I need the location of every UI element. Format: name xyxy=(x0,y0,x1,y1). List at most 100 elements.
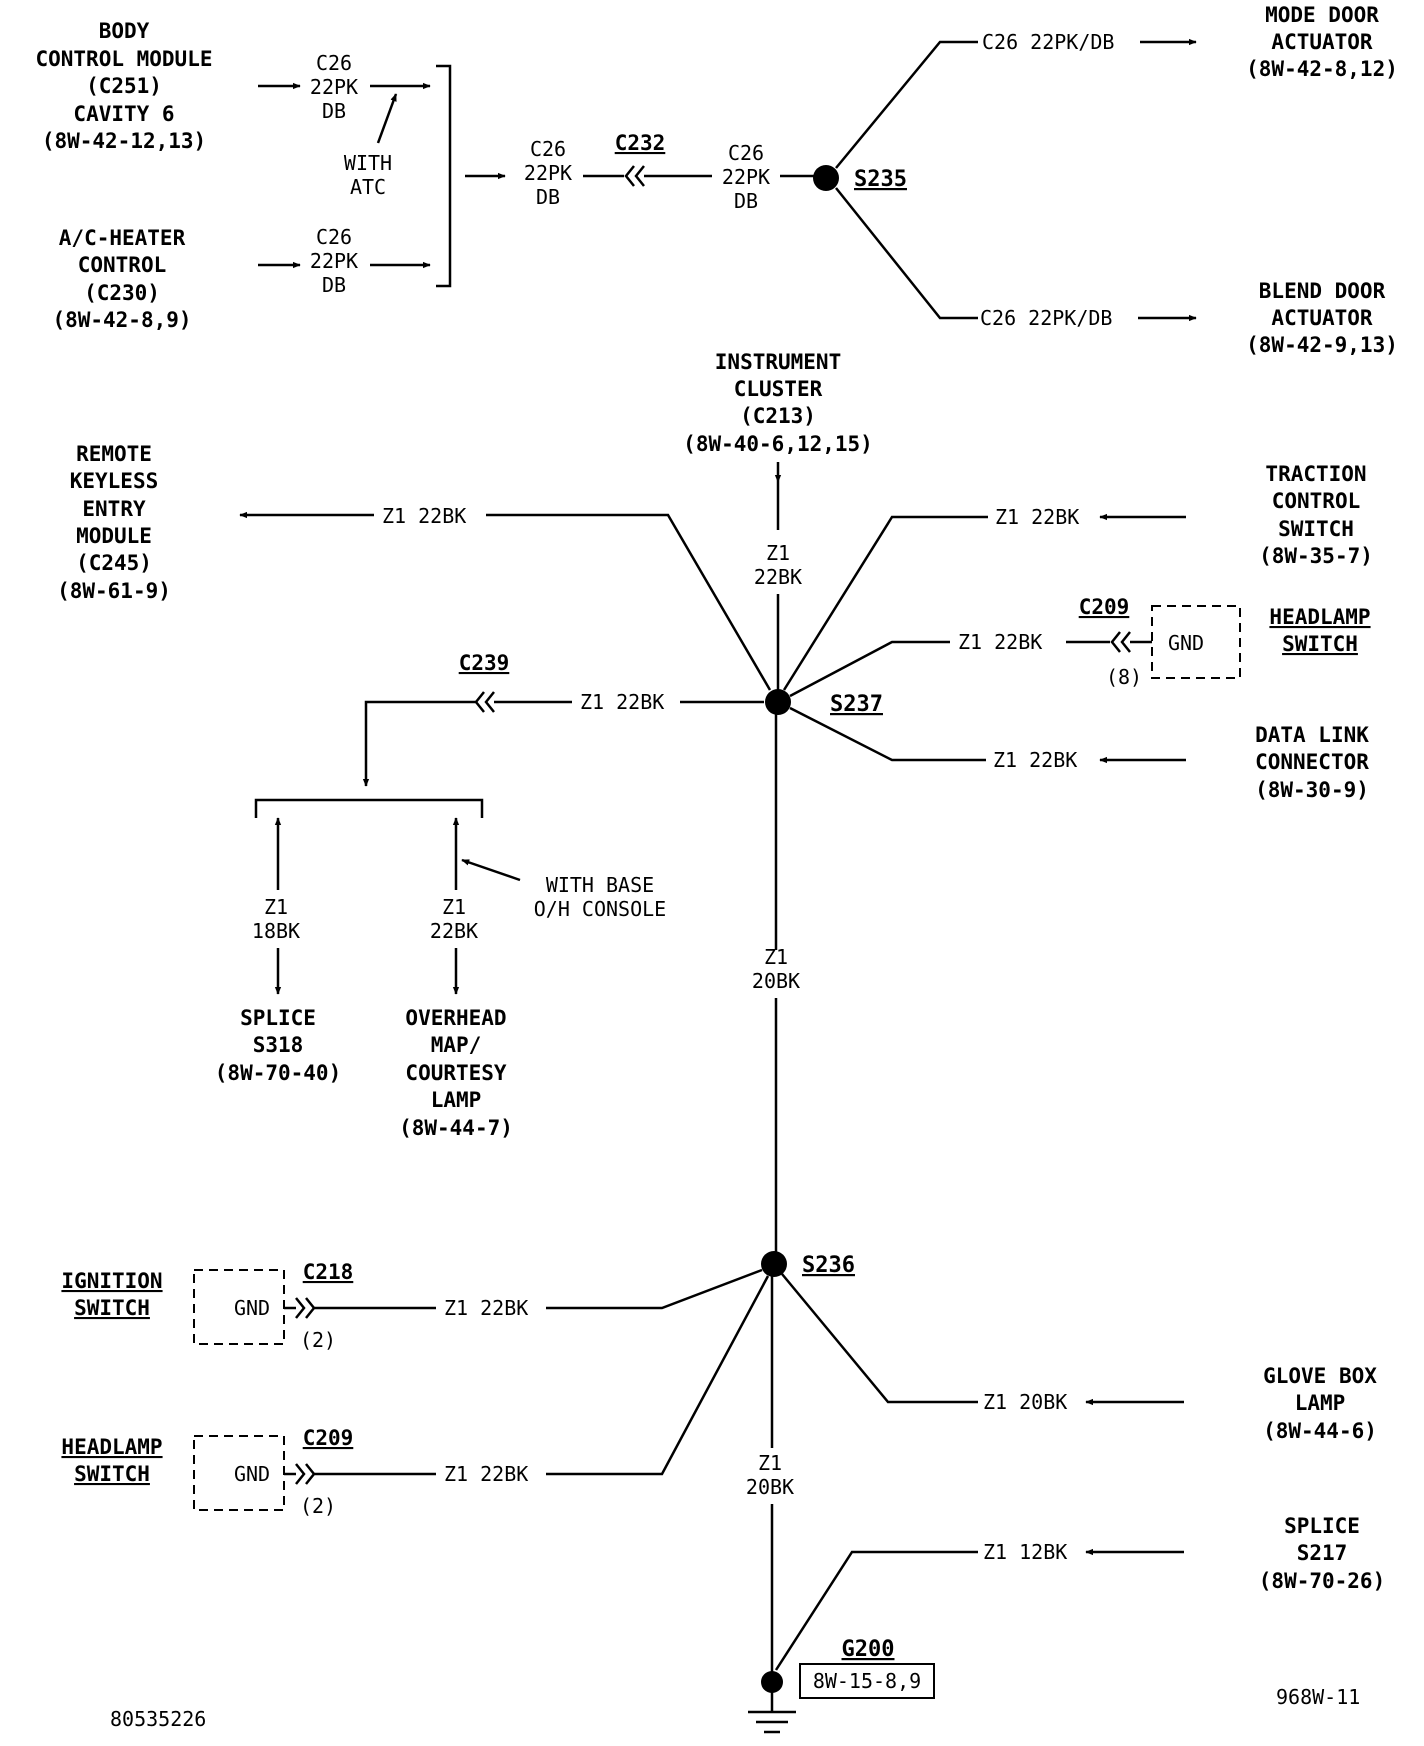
svg-text:CONNECTOR: CONNECTOR xyxy=(1255,750,1369,774)
svg-text:C218: C218 xyxy=(303,1260,354,1284)
svg-text:DB: DB xyxy=(322,99,346,123)
svg-text:(8W-44-6): (8W-44-6) xyxy=(1263,1419,1377,1443)
instrument-cluster-wire-label: Z1 22BK xyxy=(754,541,802,589)
svg-text:C232: C232 xyxy=(615,131,666,155)
svg-text:GLOVE BOX: GLOVE BOX xyxy=(1263,1364,1377,1388)
svg-text:GND: GND xyxy=(234,1462,270,1486)
svg-text:C209: C209 xyxy=(1079,595,1130,619)
svg-text:(8W-61-9): (8W-61-9) xyxy=(57,579,171,603)
svg-text:(C245): (C245) xyxy=(76,551,152,575)
svg-text:GND: GND xyxy=(234,1296,270,1320)
svg-text:IGNITION: IGNITION xyxy=(61,1269,162,1293)
svg-text:GND: GND xyxy=(1168,631,1204,655)
svg-text:(8W-42-9,13): (8W-42-9,13) xyxy=(1246,333,1398,357)
svg-text:(8W-30-9): (8W-30-9) xyxy=(1255,778,1369,802)
svg-text:SWITCH: SWITCH xyxy=(74,1462,150,1486)
svg-text:COURTESY: COURTESY xyxy=(405,1061,507,1085)
blend-door-label: BLEND DOOR ACTUATOR (8W-42-9,13) xyxy=(1246,279,1398,357)
connector-c209-bottom: C209 (2) xyxy=(295,1426,353,1518)
svg-text:MAP/: MAP/ xyxy=(431,1033,482,1057)
svg-text:(8W-42-8,12): (8W-42-8,12) xyxy=(1246,57,1398,81)
svg-text:22PK: 22PK xyxy=(524,161,572,185)
traction-control-wire xyxy=(782,515,988,691)
connector-c218: C218 (2) xyxy=(295,1260,354,1352)
overhead-lamp-wire-label: Z1 22BK xyxy=(430,895,478,943)
svg-text:DB: DB xyxy=(536,185,560,209)
svg-text:ACTUATOR: ACTUATOR xyxy=(1271,306,1373,330)
svg-text:22BK: 22BK xyxy=(430,919,478,943)
svg-text:(8): (8) xyxy=(1106,665,1142,689)
svg-text:20BK: 20BK xyxy=(746,1475,794,1499)
figure-code: 968W-11 xyxy=(1276,1685,1360,1709)
ignition-switch-label: IGNITION SWITCH xyxy=(61,1269,162,1320)
svg-text:OVERHEAD: OVERHEAD xyxy=(405,1006,506,1030)
remote-keyless-wire xyxy=(486,513,772,691)
svg-text:(8W-70-40): (8W-70-40) xyxy=(215,1061,341,1085)
svg-text:S237: S237 xyxy=(830,692,883,717)
ground-g200: G200 8W-15-8,9 xyxy=(748,1637,935,1734)
svg-text:MODULE: MODULE xyxy=(76,524,152,548)
svg-text:ATC: ATC xyxy=(350,175,386,199)
mode-door-wire-label: C26 22PK/DB xyxy=(982,30,1114,54)
svg-text:(2): (2) xyxy=(300,1328,336,1352)
svg-text:KEYLESS: KEYLESS xyxy=(70,469,159,493)
glove-box-wire-label: Z1 20BK xyxy=(983,1390,1067,1414)
svg-text:A/C-HEATER: A/C-HEATER xyxy=(59,226,186,250)
data-link-label: DATA LINK CONNECTOR (8W-30-9) xyxy=(1255,723,1369,802)
splice-s237: S237 xyxy=(765,689,883,717)
svg-text:ENTRY: ENTRY xyxy=(82,497,146,521)
ac-heater-wire-label: C26 22PK DB xyxy=(310,225,358,297)
svg-text:TRACTION: TRACTION xyxy=(1265,462,1366,486)
merged-wire-label: C26 22PK DB xyxy=(524,137,572,209)
svg-text:HEADLAMP: HEADLAMP xyxy=(61,1435,162,1459)
svg-text:SWITCH: SWITCH xyxy=(1278,517,1354,541)
svg-text:S235: S235 xyxy=(854,167,907,192)
blend-door-wire xyxy=(835,187,978,320)
svg-text:SPLICE: SPLICE xyxy=(240,1006,316,1030)
with-base-pointer xyxy=(461,858,521,882)
traction-control-label: TRACTION CONTROL SWITCH (8W-35-7) xyxy=(1259,462,1373,568)
splice-s318-label: SPLICE S318 (8W-70-40) xyxy=(215,1006,341,1085)
mode-door-label: MODE DOOR ACTUATOR (8W-42-8,12) xyxy=(1246,3,1398,81)
svg-text:(8W-35-7): (8W-35-7) xyxy=(1259,544,1373,568)
headlamp-top-wire-label: Z1 22BK xyxy=(958,630,1042,654)
data-link-wire-label: Z1 22BK xyxy=(993,748,1077,772)
bcm-label: BODY CONTROL MODULE (C251) CAVITY 6 (8W-… xyxy=(35,19,212,153)
svg-text:REMOTE: REMOTE xyxy=(76,442,152,466)
data-link-wire xyxy=(789,706,986,762)
svg-text:18BK: 18BK xyxy=(252,919,300,943)
svg-text:SWITCH: SWITCH xyxy=(74,1296,150,1320)
svg-text:Z1: Z1 xyxy=(766,541,790,565)
splice-s217-label: SPLICE S217 (8W-70-26) xyxy=(1259,1514,1385,1593)
svg-text:(C213): (C213) xyxy=(740,404,816,428)
headlamp-bottom-wire xyxy=(546,1275,770,1476)
svg-text:C26: C26 xyxy=(530,137,566,161)
svg-text:WITH: WITH xyxy=(344,151,392,175)
blend-door-wire-label: C26 22PK/DB xyxy=(980,306,1112,330)
svg-text:20BK: 20BK xyxy=(752,969,800,993)
svg-text:CAVITY 6: CAVITY 6 xyxy=(73,102,174,126)
mode-door-wire xyxy=(835,40,978,169)
headlamp-top-wire xyxy=(789,640,950,698)
svg-text:Z1: Z1 xyxy=(442,895,466,919)
svg-text:INSTRUMENT: INSTRUMENT xyxy=(715,350,841,374)
svg-text:DATA LINK: DATA LINK xyxy=(1255,723,1369,747)
connector-c209-top: C209 (8) xyxy=(1079,595,1142,689)
svg-text:CONTROL MODULE: CONTROL MODULE xyxy=(35,47,212,71)
splice-s217-wire-label: Z1 12BK xyxy=(983,1540,1067,1564)
svg-text:(C230): (C230) xyxy=(84,281,160,305)
ac-heater-label: A/C-HEATER CONTROL (C230) (8W-42-8,9) xyxy=(52,226,191,332)
svg-text:CONTROL: CONTROL xyxy=(1272,489,1361,513)
with-atc-pointer xyxy=(376,93,398,144)
svg-text:C239: C239 xyxy=(459,651,510,675)
c239-wire-label: Z1 22BK xyxy=(580,690,664,714)
option-bracket xyxy=(436,64,452,288)
svg-text:Z1: Z1 xyxy=(764,945,788,969)
splice-s217-wire xyxy=(774,1550,978,1671)
svg-text:(8W-42-8,9): (8W-42-8,9) xyxy=(52,308,191,332)
svg-text:SPLICE: SPLICE xyxy=(1284,1514,1360,1538)
svg-text:22PK: 22PK xyxy=(310,75,358,99)
with-atc-note: WITH ATC xyxy=(344,151,392,199)
ac-heater-wire: C26 22PK DB xyxy=(258,225,431,297)
